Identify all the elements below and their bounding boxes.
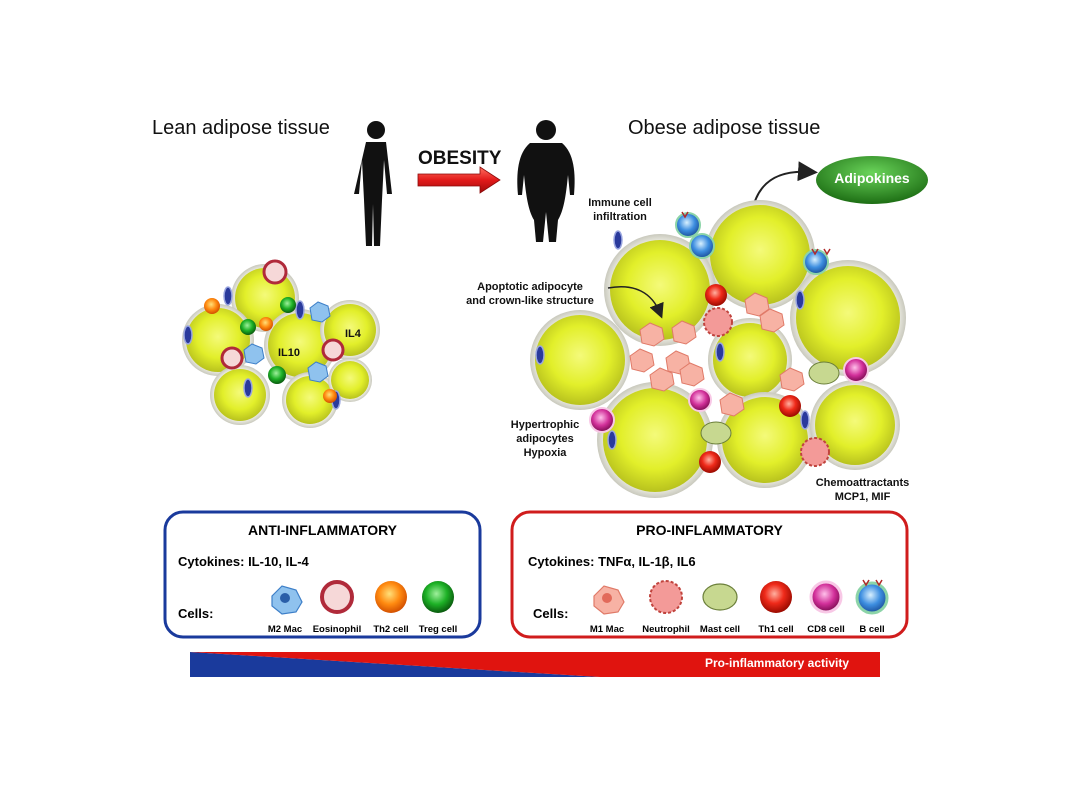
pro-cytokines: Cytokines: TNFα, IL-1β, IL6 xyxy=(528,554,696,569)
adipokines-label: Adipokines xyxy=(834,170,910,186)
activity-bar-red xyxy=(190,652,880,677)
neutrophil-label: Neutrophil xyxy=(642,624,690,635)
treg-cell-icon xyxy=(422,581,454,613)
obese-person-icon xyxy=(517,120,575,242)
anti-panel-title: ANTI-INFLAMMATORY xyxy=(247,522,398,538)
lean-person-icon xyxy=(354,121,392,246)
th1-cell-icon xyxy=(760,581,792,613)
eosinophil-label: Eosinophil xyxy=(312,624,362,635)
anti-cells-label: Cells: xyxy=(178,606,214,621)
obesity-arrow xyxy=(417,166,501,194)
pro-cell-icons xyxy=(593,579,889,615)
b-cell-label: B cell xyxy=(859,624,885,635)
b-cell-icon xyxy=(855,581,889,615)
anti-cytokines: Cytokines: IL-10, IL-4 xyxy=(178,554,309,569)
cd8-cell-icon xyxy=(809,580,843,614)
mast-cell-icon xyxy=(702,583,738,611)
il4-label: IL4 xyxy=(345,328,361,340)
treg-cell-label: Treg cell xyxy=(418,624,458,635)
mast-cell-label: Mast cell xyxy=(699,624,741,635)
eosinophil-icon xyxy=(320,580,354,614)
adipokines-ellipse xyxy=(816,156,928,204)
m1-mac-label: M1 Mac xyxy=(589,624,625,635)
obese-title: Obese adipose tissue xyxy=(628,117,821,139)
th2-cell-icon xyxy=(375,581,407,613)
m2-mac-label: M2 Mac xyxy=(267,624,303,635)
obese-adipose-cluster xyxy=(530,200,906,498)
th1-cell-label: Th1 cell xyxy=(758,624,794,635)
lean-title: Lean adipose tissue xyxy=(152,117,330,139)
th2-cell-label: Th2 cell xyxy=(373,624,409,635)
anti-cell-icons xyxy=(271,580,454,615)
pro-panel-title: PRO-INFLAMMATORY xyxy=(636,522,783,538)
pro-cells-label: Cells: xyxy=(533,606,569,621)
cd8-cell-label: CD8 cell xyxy=(807,624,845,635)
il10-label: IL10 xyxy=(278,347,301,359)
obesity-label: OBESITY xyxy=(418,148,502,169)
apoptotic-arrow xyxy=(607,286,664,319)
activity-bar-label: Pro-inflammatory activity xyxy=(705,656,850,670)
neutrophil-icon xyxy=(649,580,683,614)
lean-adipose-cluster xyxy=(182,259,380,428)
